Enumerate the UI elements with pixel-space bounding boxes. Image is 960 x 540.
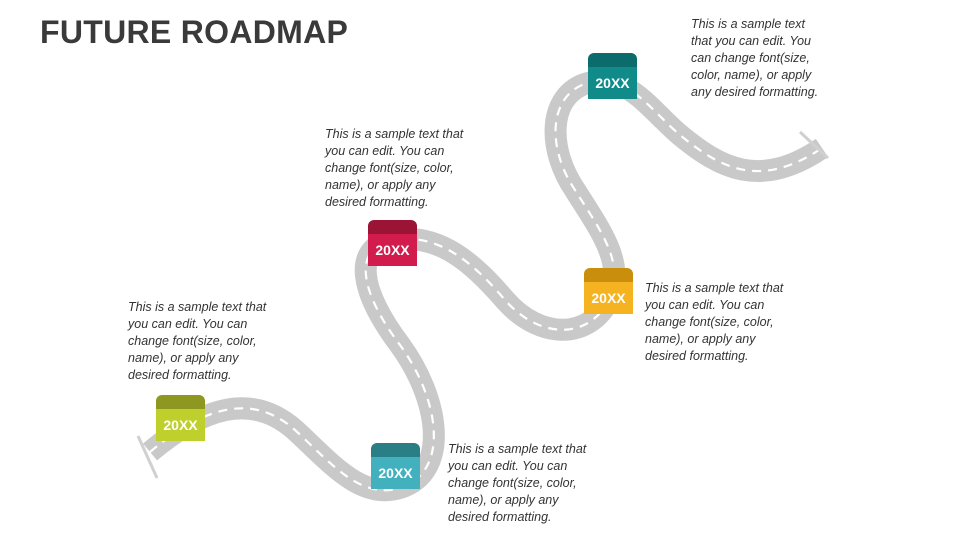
milestone-3-label: 20XX: [375, 242, 410, 258]
milestone-2-label: 20XX: [378, 465, 413, 481]
milestone-4-text: This is a sample text that you can edit.…: [645, 281, 784, 363]
milestone-5-cap: [588, 53, 637, 69]
milestone-1-text: This is a sample text that you can edit.…: [128, 300, 267, 382]
milestone-4-label: 20XX: [591, 290, 626, 306]
milestone-4-cap: [584, 268, 633, 284]
milestone-marker-4: 20XX: [584, 268, 633, 314]
page-title: FUTURE ROADMAP: [40, 14, 349, 50]
milestone-marker-2: 20XX: [371, 443, 420, 489]
milestone-2-cap: [371, 443, 420, 459]
milestone-1-cap: [156, 395, 205, 411]
road-end-right: [798, 130, 830, 160]
milestone-marker-1: 20XX: [156, 395, 205, 441]
milestone-3-body: 20XX: [368, 234, 417, 266]
milestone-1-body: 20XX: [156, 409, 205, 441]
milestone-3-cap: [368, 220, 417, 236]
milestone-1-label: 20XX: [163, 417, 198, 433]
milestone-5-text: This is a sample text that you can edit.…: [691, 17, 819, 99]
milestone-marker-3: 20XX: [368, 220, 417, 266]
milestone-2-text: This is a sample text that you can edit.…: [448, 442, 587, 524]
milestone-4-body: 20XX: [584, 282, 633, 314]
milestone-2-body: 20XX: [371, 457, 420, 489]
milestone-marker-5: 20XX: [588, 53, 637, 99]
road-end-left: [136, 435, 159, 479]
milestone-3-text: This is a sample text that you can edit.…: [325, 127, 464, 209]
milestone-5-body: 20XX: [588, 67, 637, 99]
milestone-5-label: 20XX: [595, 75, 630, 91]
